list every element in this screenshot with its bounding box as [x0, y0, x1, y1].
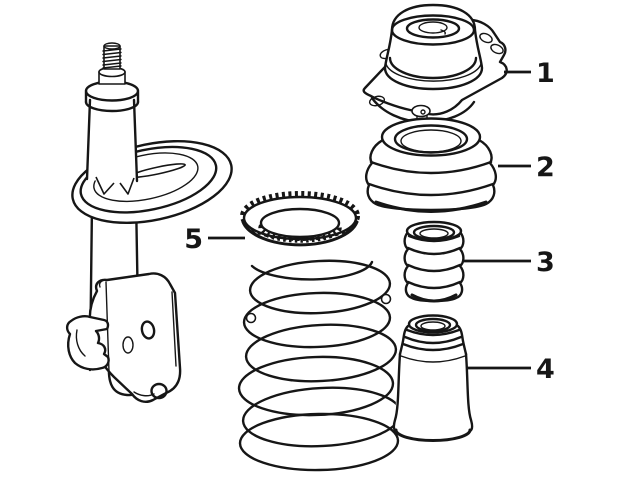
strut-assembly	[65, 42, 233, 403]
callout-1: 1	[504, 58, 555, 89]
callout-1-label: 1	[536, 58, 555, 89]
callout-4-label: 4	[536, 354, 555, 385]
callout-3-label: 3	[536, 247, 555, 278]
callout-3: 3	[463, 247, 555, 278]
strut-rod-shoulder	[98, 66, 126, 85]
dust-boot	[392, 314, 474, 442]
bracket-hole-upper	[140, 320, 156, 340]
strut-bracket	[88, 272, 182, 403]
spring-wire-end-lower	[245, 312, 257, 324]
callout-4: 4	[466, 354, 555, 385]
callout-2-label: 2	[536, 152, 555, 183]
strut-collar	[84, 80, 140, 113]
callout-5: 5	[184, 224, 245, 255]
spring-wire-end-upper	[380, 293, 392, 305]
strut-threaded-stud	[102, 42, 122, 70]
callout-2: 2	[498, 152, 555, 183]
strut-hook-bracket	[65, 315, 110, 371]
bracket-hole-lower	[150, 382, 168, 400]
flange-hole-top-2	[490, 43, 504, 55]
strut-top-mount	[362, 3, 508, 125]
flange-hole-left-lower	[368, 95, 386, 107]
bearing-seat	[364, 117, 498, 213]
strut-piston-rod	[85, 98, 139, 195]
flange-hole-top-1	[479, 32, 493, 44]
callout-5-label: 5	[184, 224, 203, 255]
bump-stop	[403, 220, 465, 303]
coil-spring	[237, 259, 403, 472]
mount-dome	[383, 3, 484, 91]
spring-seat-crown	[240, 191, 360, 247]
